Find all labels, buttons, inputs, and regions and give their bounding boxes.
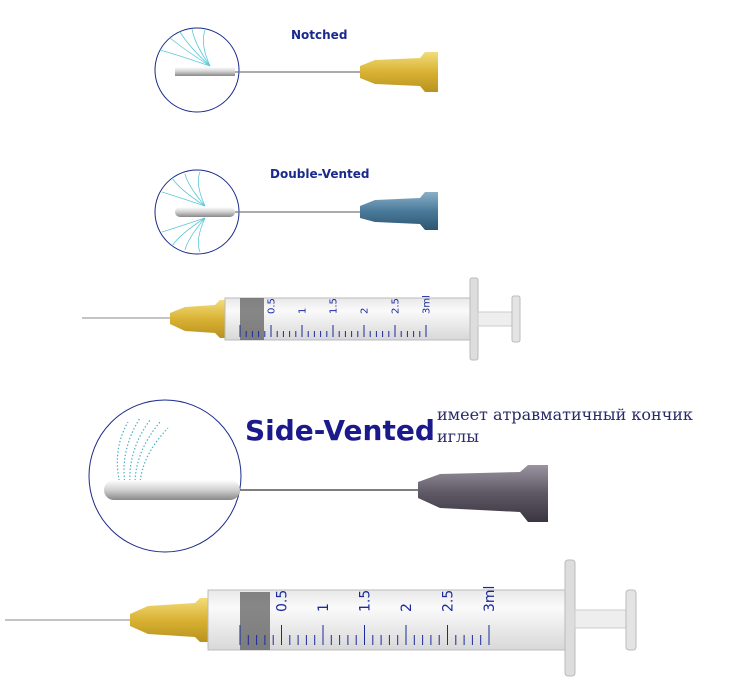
flow-lines (161, 171, 206, 253)
yellow-hub (360, 52, 438, 92)
scale-label: 1.5 (357, 590, 373, 612)
gray-hub (418, 465, 548, 522)
syringe-small: 0.5 1 1.5 2 2.5 3ml (82, 277, 521, 361)
scale-label: 2 (399, 603, 415, 612)
syringe-large: 0.5 1 1.5 2 2.5 3ml (5, 559, 637, 677)
notched-label: Notched (291, 28, 347, 42)
scale-label: 1 (316, 603, 332, 612)
syringe-scale-ticks (239, 625, 490, 645)
scale-label: 1.5 (329, 298, 340, 314)
double-vented-label: Double-Vented (270, 167, 369, 181)
flow-lines (159, 28, 211, 67)
blue-hub (360, 192, 438, 230)
scale-label: 0.5 (267, 298, 278, 314)
scale-label: 0.5 (274, 590, 290, 612)
notched-needle: Notched (154, 27, 438, 113)
side-vented-label: Side-Vented (245, 414, 435, 447)
description-text: имеет атравматичный кончик иглы (437, 405, 693, 446)
scale-label: 3ml (482, 586, 498, 612)
scale-label: 3ml (422, 295, 433, 314)
scale-label: 1 (298, 308, 309, 314)
double-vented-needle: Double-Vented (154, 167, 438, 255)
scale-label: 2 (360, 308, 371, 314)
scale-label: 2.5 (440, 590, 456, 612)
flow-lines (116, 417, 169, 485)
scale-label: 2.5 (391, 298, 402, 314)
side-vented-needle (88, 399, 548, 553)
syringe-scale-ticks (239, 325, 427, 337)
